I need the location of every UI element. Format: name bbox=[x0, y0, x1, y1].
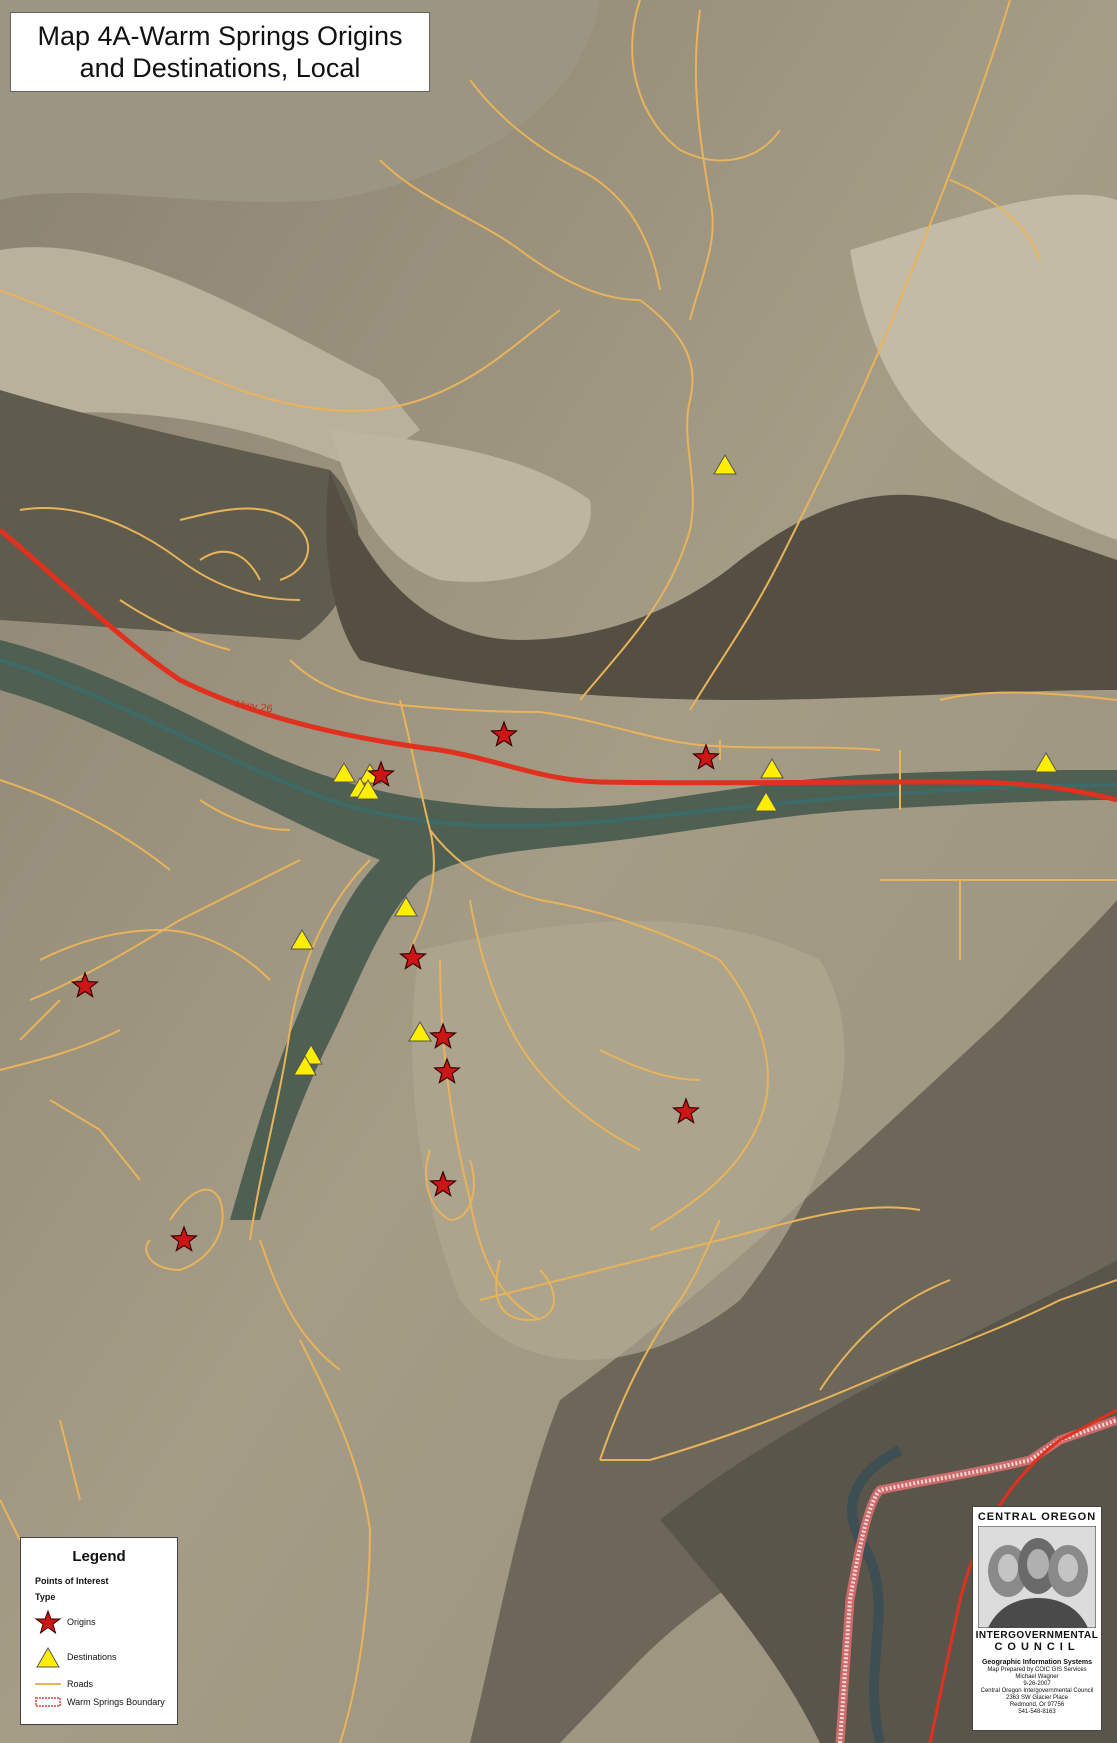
river bbox=[0, 658, 1117, 828]
map-title: Map 4A-Warm Springs Origins and Destinat… bbox=[10, 12, 430, 92]
triangle-icon bbox=[36, 1647, 60, 1668]
ridge-southeast bbox=[470, 900, 1117, 1743]
canyon-shadow-west bbox=[0, 390, 359, 640]
destination-marker[interactable] bbox=[290, 929, 314, 950]
line-icon bbox=[35, 1683, 61, 1685]
canyon-shadow-central bbox=[326, 470, 1117, 700]
plateau-east bbox=[850, 194, 1117, 540]
origin-marker[interactable] bbox=[489, 720, 519, 747]
highway-26 bbox=[0, 528, 1117, 1743]
origin-marker[interactable] bbox=[428, 1022, 458, 1049]
council-credit-line: Central Oregon Intergovernmental Council bbox=[980, 1688, 1094, 1694]
plateau-mesa bbox=[330, 430, 591, 582]
council-credit-line: Map Prepared by COIC GIS Services bbox=[987, 1667, 1087, 1673]
origin-marker[interactable] bbox=[691, 743, 721, 770]
legend-subtitle: Points of Interest bbox=[35, 1576, 109, 1586]
legend-label-boundary: Warm Springs Boundary bbox=[67, 1697, 165, 1707]
destination-marker[interactable] bbox=[408, 1021, 432, 1042]
origin-marker[interactable] bbox=[671, 1097, 701, 1124]
legend-item-boundary: Warm Springs Boundary bbox=[35, 1690, 165, 1714]
destination-marker[interactable] bbox=[713, 454, 737, 475]
origins-layer bbox=[70, 720, 721, 1252]
legend-item-origins: Origins bbox=[35, 1610, 96, 1634]
council-credit-line: Michael Wagner bbox=[1015, 1674, 1059, 1680]
council-credits: CENTRAL OREGON INTERGOVERNMENTAL COUNCIL… bbox=[972, 1506, 1102, 1731]
council-credit-line: Redmond, Or 97756 bbox=[1009, 1702, 1065, 1708]
river-corridor bbox=[0, 640, 1117, 1220]
council-logo bbox=[978, 1526, 1096, 1628]
council-gis-title: Geographic Information Systems bbox=[981, 1659, 1093, 1666]
origin-marker[interactable] bbox=[366, 760, 396, 787]
plateau-west bbox=[0, 247, 420, 470]
origin-marker[interactable] bbox=[428, 1170, 458, 1197]
council-credit-line: 2363 SW Glacier Place bbox=[1005, 1695, 1069, 1701]
origin-marker[interactable] bbox=[70, 971, 100, 998]
legend-item-destinations: Destinations bbox=[35, 1645, 117, 1669]
council-org-line1: INTERGOVERNMENTAL bbox=[975, 1630, 1099, 1641]
warm-springs-boundary bbox=[835, 1415, 1117, 1743]
river-southeast bbox=[847, 1445, 903, 1743]
destination-marker[interactable] bbox=[394, 896, 418, 917]
council-credit-line: 9-26-2007 bbox=[1023, 1681, 1051, 1687]
destination-marker[interactable] bbox=[332, 762, 356, 783]
legend-label-roads: Roads bbox=[67, 1679, 94, 1689]
legend-label-origins: Origins bbox=[67, 1617, 96, 1627]
destination-marker[interactable] bbox=[1034, 752, 1058, 773]
legend-panel: Legend Points of Interest Type Origins D… bbox=[20, 1537, 178, 1725]
legend-title: Legend bbox=[72, 1548, 126, 1565]
destination-marker[interactable] bbox=[760, 758, 784, 779]
council-org-line2: COUNCIL bbox=[994, 1641, 1080, 1653]
legend-type-label: Type bbox=[35, 1592, 56, 1602]
legend-item-roads: Roads bbox=[35, 1672, 93, 1696]
plain-south bbox=[412, 921, 845, 1360]
destinations-layer bbox=[290, 454, 1058, 1076]
star-icon bbox=[35, 1610, 61, 1634]
destination-marker[interactable] bbox=[754, 791, 778, 812]
map-title-line2: and Destinations, Local bbox=[79, 53, 361, 83]
boundary-icon bbox=[35, 1697, 61, 1707]
origin-marker[interactable] bbox=[398, 943, 428, 970]
map-title-line1: Map 4A-Warm Springs Origins bbox=[37, 21, 403, 51]
legend-label-destinations: Destinations bbox=[67, 1652, 117, 1662]
council-credit-line: 541-548-8163 bbox=[1018, 1709, 1056, 1715]
council-header: CENTRAL OREGON bbox=[977, 1511, 1097, 1523]
destination-marker[interactable] bbox=[356, 779, 380, 800]
origin-marker[interactable] bbox=[169, 1225, 199, 1252]
origin-marker[interactable] bbox=[432, 1057, 462, 1084]
destination-marker[interactable] bbox=[293, 1055, 317, 1076]
